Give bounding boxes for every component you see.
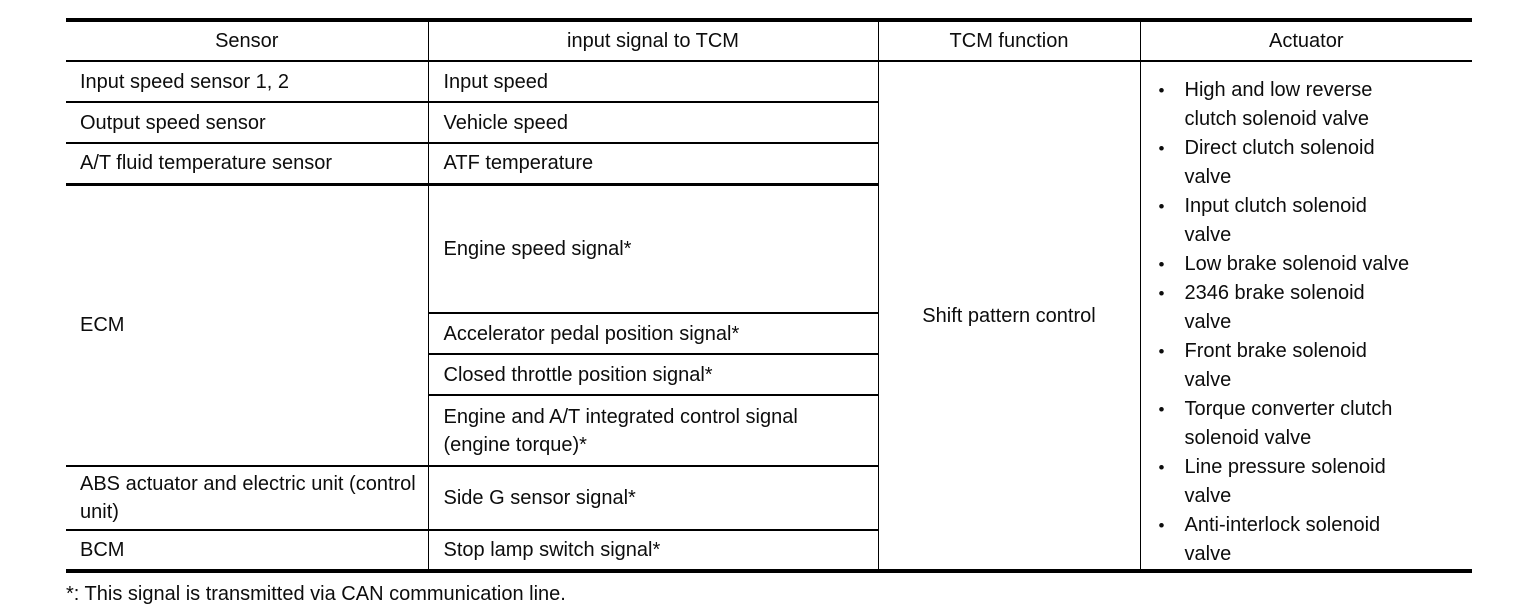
actuator-item-label: Direct clutch solenoid valve: [1184, 137, 1375, 188]
sensor-cell: ABS actuator and electric unit (control …: [66, 466, 428, 531]
actuator-item-label: Torque converter clutch solenoid valve: [1184, 398, 1393, 449]
bullet-icon: •: [1158, 400, 1165, 419]
actuator-list-item: • Front brake solenoid valve: [1159, 337, 1467, 395]
table-row: Output speed sensor Vehicle speed: [66, 102, 1472, 144]
tcm-io-spec-table: Sensor input signal to TCM TCM function …: [66, 18, 1472, 573]
sensor-cell: Input speed sensor 1, 2: [66, 61, 428, 103]
actuator-list-item: • Torque converter clutch solenoid valve: [1159, 395, 1467, 453]
table-row: Engine and A/T integrated control signal…: [66, 395, 1472, 467]
signal-cell: Engine speed signal*: [427, 184, 878, 314]
signal-cell: Accelerator pedal position signal*: [427, 313, 878, 355]
signal-cell: ATF temperature: [427, 143, 878, 186]
actuator-list-item: • Anti-interlock solenoid valve: [1159, 511, 1467, 569]
actuator-list-item: • High and low reverse clutch solenoid v…: [1159, 76, 1467, 134]
actuator-list: • High and low reverse clutch solenoid v…: [1159, 76, 1467, 569]
table-row: Closed throttle position signal*: [66, 354, 1472, 396]
sensor-cell: A/T fluid temperature sensor: [66, 143, 428, 186]
bullet-icon: •: [1158, 342, 1165, 361]
actuator-item-label: High and low reverse clutch solenoid val…: [1184, 79, 1373, 130]
signal-cell: Vehicle speed: [427, 102, 878, 144]
table-row: ABS actuator and electric unit (control …: [66, 466, 1472, 531]
actuator-list-item: • Direct clutch solenoid valve: [1159, 134, 1467, 192]
table-row: ECM Engine speed signal*: [66, 184, 1472, 467]
actuator-item-label: Front brake solenoid valve: [1184, 340, 1367, 391]
col-header-input-signal: input signal to TCM: [427, 20, 878, 62]
col-header-tcm-function: TCM function: [877, 20, 1140, 62]
actuator-list-item: • Line pressure solenoid valve: [1159, 453, 1467, 511]
bullet-icon: •: [1158, 255, 1165, 274]
col-header-sensor: Sensor: [66, 20, 428, 62]
actuator-item-label: Input clutch solenoid valve: [1184, 195, 1367, 246]
actuator-cell: • High and low reverse clutch solenoid v…: [1139, 61, 1472, 571]
actuator-item-label: 2346 brake solenoid valve: [1184, 282, 1365, 333]
header-row: Sensor input signal to TCM TCM function …: [66, 20, 1472, 62]
col-header-actuator: Actuator: [1139, 20, 1472, 62]
tcm-function-cell: Shift pattern control: [877, 61, 1140, 571]
signal-cell: Engine and A/T integrated control signal…: [427, 395, 878, 467]
bullet-icon: •: [1158, 284, 1165, 303]
actuator-list-item: • 2346 brake solenoid valve: [1159, 279, 1467, 337]
signal-cell: Closed throttle position signal*: [427, 354, 878, 396]
actuator-list-item: • Input clutch solenoid valve: [1159, 192, 1467, 250]
table-row: A/T fluid temperature sensor ATF tempera…: [66, 143, 1472, 186]
actuator-list-item: • Low brake solenoid valve: [1159, 250, 1467, 279]
actuator-item-label: Line pressure solenoid valve: [1184, 456, 1386, 507]
bullet-icon: •: [1158, 458, 1165, 477]
can-footnote: *: This signal is transmitted via CAN co…: [66, 583, 566, 605]
bullet-icon: •: [1158, 81, 1165, 100]
sensor-cell: ECM: [66, 184, 428, 467]
actuator-item-label: Low brake solenoid valve: [1184, 253, 1410, 275]
sensor-cell: Output speed sensor: [66, 102, 428, 144]
sensor-cell: BCM: [66, 530, 428, 572]
signal-cell: Side G sensor signal*: [427, 466, 878, 531]
table-row: Accelerator pedal position signal*: [66, 313, 1472, 355]
signal-cell: Input speed: [427, 61, 878, 103]
actuator-item-label: Anti-interlock solenoid valve: [1184, 514, 1381, 565]
bullet-icon: •: [1158, 197, 1165, 216]
bullet-icon: •: [1158, 516, 1165, 535]
table-row: Input speed sensor 1, 2 Input speed Shif…: [66, 61, 1472, 571]
signal-cell: Stop lamp switch signal*: [427, 530, 878, 572]
bullet-icon: •: [1158, 139, 1165, 158]
manual-page: Sensor input signal to TCM TCM function …: [66, 18, 1472, 605]
